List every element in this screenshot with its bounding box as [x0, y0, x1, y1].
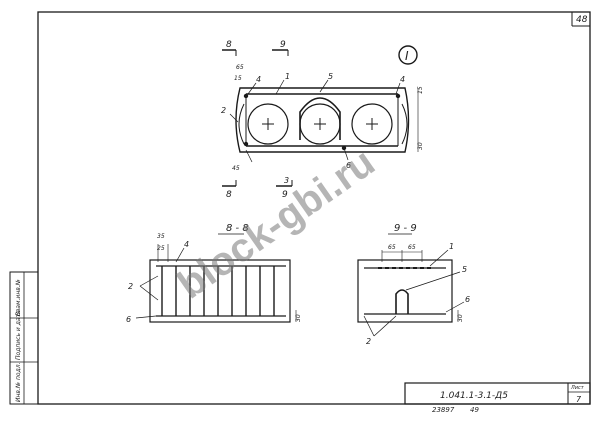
sheet-number: 7	[576, 395, 582, 404]
page-number: 48	[576, 15, 588, 25]
footer-page: 49	[470, 406, 479, 414]
plan-view: 8 9 8 9	[221, 40, 424, 200]
plan-callout-4b: 4	[400, 75, 405, 84]
section-8-dim-b: 25	[157, 245, 165, 252]
section-8-title: 8 - 8	[226, 223, 249, 234]
section-mark-b-top: 9	[280, 40, 286, 50]
stirrups	[161, 266, 275, 316]
svg-text:I: I	[405, 49, 409, 63]
section-mark-b-bottom: 9	[282, 190, 288, 200]
section-8-callout-4: 4	[184, 240, 189, 249]
stamp-field-1: Взам.инв.№	[15, 279, 22, 316]
section-9-callout-6: 6	[465, 295, 470, 304]
lifting-loop	[299, 97, 341, 140]
section-9-dim-left: 65	[388, 244, 396, 251]
plan-callout-4a: 4	[256, 75, 261, 84]
stamp-field-3: Инв.№ подл.	[15, 362, 22, 402]
section-8-8: 8 - 8 35 25 30 4 2 6	[126, 223, 302, 324]
lifting-loop-section	[395, 289, 409, 314]
section-9-callout-2: 2	[366, 337, 371, 346]
plan-callout-6: 6	[346, 161, 351, 170]
plan-dim-right-bottom: 30	[417, 142, 424, 150]
plan-dim-left-top: 65	[236, 64, 244, 71]
section-9-9: 9 - 9 65 65 30 1 5 6 2	[357, 223, 470, 346]
section-8-dim-a: 35	[157, 233, 165, 240]
sheet-label: Лист	[570, 385, 585, 391]
plan-callout-3: 3	[284, 176, 289, 185]
section-mark-a-top: 8	[226, 40, 232, 50]
slab-outline	[235, 87, 410, 153]
section-9-dim-right: 65	[408, 244, 416, 251]
section-8-dim-right: 30	[295, 314, 302, 322]
title-block: 1.041.1-3.1-Д5 Лист 7 23897 49	[404, 382, 591, 414]
side-stamp: Взам.инв.№ Подпись и дата Инв.№ подл.	[9, 271, 39, 405]
plan-callout-1: 1	[285, 72, 290, 81]
section-8-callout-6: 6	[126, 315, 131, 324]
section-9-dim-side: 30	[457, 314, 464, 322]
plan-dim-left-second: 15	[234, 75, 242, 82]
section-9-callout-5: 5	[462, 265, 467, 274]
section-9-title: 9 - 9	[394, 223, 417, 234]
stamp-field-2: Подпись и дата	[15, 310, 22, 360]
void-3	[351, 103, 393, 145]
orientation-mark: I	[398, 45, 418, 65]
footer-code: 23897	[432, 406, 455, 414]
plan-dim-left-bottom: 45	[232, 165, 240, 172]
void-1	[247, 103, 289, 145]
sheet-frame: 48	[37, 11, 591, 405]
plan-callout-2: 2	[221, 106, 226, 115]
watermark: block-gbi.ru	[170, 140, 383, 307]
section-8-callout-2: 2	[128, 282, 133, 291]
plan-callout-5: 5	[328, 72, 333, 81]
section-mark-a-bottom: 8	[226, 190, 232, 200]
plan-dim-right-top: 15	[417, 86, 424, 94]
drawing-designation: 1.041.1-3.1-Д5	[440, 391, 508, 401]
section-9-callout-1: 1	[449, 242, 454, 251]
void-2	[299, 103, 341, 145]
